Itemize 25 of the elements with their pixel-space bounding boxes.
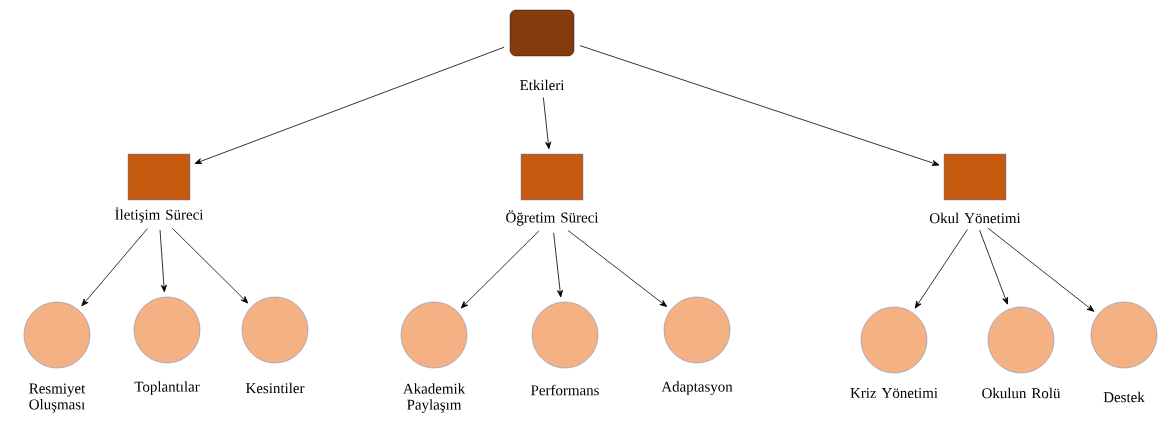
node-label: İletişim Süreci [115, 207, 204, 223]
node-label: Performans [531, 384, 599, 396]
arrow [171, 227, 249, 304]
arrow [553, 232, 563, 298]
arrow [81, 228, 148, 307]
arrow [159, 229, 167, 293]
node-label: Kriz Yönetimi [850, 388, 938, 398]
node-label: Okulun Rolü [982, 387, 1061, 399]
arrow [567, 230, 668, 307]
arrow [194, 46, 505, 164]
node-label: Öğretim Süreci [506, 210, 599, 226]
arrow [987, 227, 1095, 312]
node-label: Toplantılar [134, 381, 200, 395]
node-label: Adaptasyon [661, 381, 733, 395]
arrow [979, 229, 1008, 305]
node-label: Kesintiler [246, 382, 305, 394]
node-label: Resmiyet Oluşması [29, 383, 86, 413]
node-label: Akademik Paylaşım [403, 383, 466, 413]
arrow [579, 45, 940, 166]
node-label: Okul Yönetimi [929, 212, 1021, 224]
node-label: Etkileri [520, 79, 565, 91]
arrow [542, 97, 552, 150]
arrow [460, 230, 540, 309]
node-label: Destek [1103, 391, 1145, 403]
arrow [914, 229, 968, 309]
